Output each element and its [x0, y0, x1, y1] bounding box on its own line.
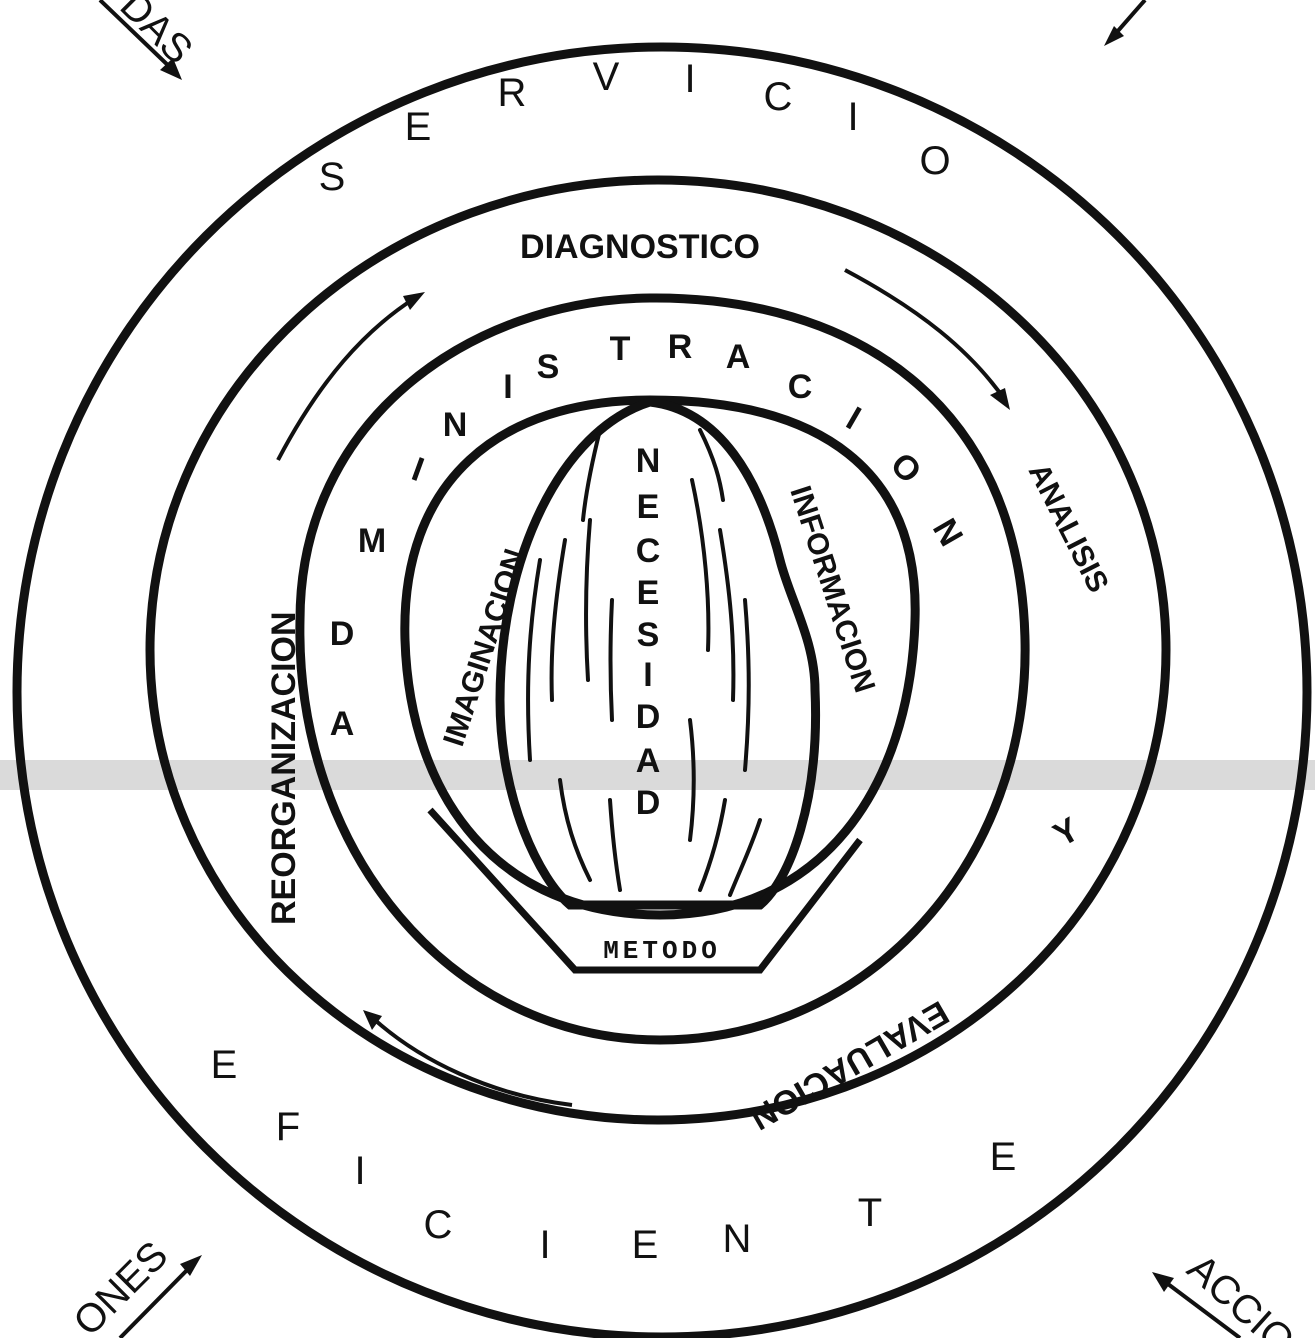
necesidad-letter: A	[636, 742, 661, 780]
corner-label-bottom-left: ONES	[65, 1233, 176, 1338]
servicio-letter: I	[847, 95, 858, 139]
administracion-letter: A	[330, 705, 355, 743]
eficiente-letter: I	[354, 1149, 365, 1193]
label-diagnostico: DIAGNOSTICO	[520, 228, 760, 266]
necesidad-letter: E	[637, 574, 660, 612]
administracion-letter: N	[925, 512, 970, 552]
eficiente-letter: F	[276, 1105, 300, 1149]
administracion-letter: I	[407, 450, 429, 489]
servicio-letter: R	[498, 71, 527, 115]
administracion-letter: I	[503, 368, 512, 406]
label-analisis: ANALISIS	[1022, 458, 1115, 598]
administracion-letter: C	[788, 368, 813, 406]
administracion-letter: I	[840, 400, 867, 438]
administracion-letter: M	[358, 522, 386, 560]
necesidad-letter: S	[637, 616, 660, 654]
servicio-letter: E	[405, 105, 432, 149]
eficiente-word: E F I C I E N T E	[211, 1043, 1017, 1267]
eficiente-letter: T	[858, 1191, 882, 1235]
eficiente-letter: E	[632, 1223, 659, 1267]
label-imaginacion: IMAGINACION	[437, 545, 532, 750]
administracion-letter: S	[537, 348, 560, 386]
necesidad-word: N E C E S I D A D	[636, 442, 661, 822]
servicio-letter: S	[319, 155, 346, 199]
servicio-letter: C	[764, 75, 793, 119]
necesidad-letter: D	[636, 784, 661, 822]
necesidad-letter: E	[637, 488, 660, 526]
administracion-letter: A	[726, 338, 751, 376]
servicio-letter: O	[919, 139, 950, 183]
administracion-letter: D	[330, 615, 355, 653]
necesidad-letter: N	[636, 442, 661, 480]
administracion-letter: N	[443, 406, 468, 444]
corner-label-bottom-right: ACCIO	[1179, 1246, 1303, 1338]
eficiente-letter: C	[424, 1203, 453, 1247]
label-evaluacion: EVALUACION	[744, 993, 955, 1137]
servicio-letter: I	[684, 57, 695, 101]
necesidad-letter: D	[636, 698, 661, 736]
administracion-letter: T	[610, 330, 631, 368]
eficiente-letter: N	[723, 1217, 752, 1261]
administracion-letter: O	[883, 445, 929, 491]
necesidad-letter: I	[643, 656, 652, 694]
eficiente-letter: E	[211, 1043, 238, 1087]
servicio-letter: V	[593, 55, 620, 99]
administracion-letter: R	[668, 328, 693, 366]
necesidad-letter: C	[636, 532, 661, 570]
label-informacion: INFORMACION	[783, 482, 881, 697]
corner-label-top-left: DAS	[112, 0, 201, 73]
label-y: Y	[1047, 810, 1086, 854]
eficiente-letter: E	[990, 1135, 1017, 1179]
label-reorganizacion: REORGANIZACION	[265, 611, 303, 925]
eficiente-letter: I	[539, 1223, 550, 1267]
label-metodo: METODO	[603, 936, 721, 966]
